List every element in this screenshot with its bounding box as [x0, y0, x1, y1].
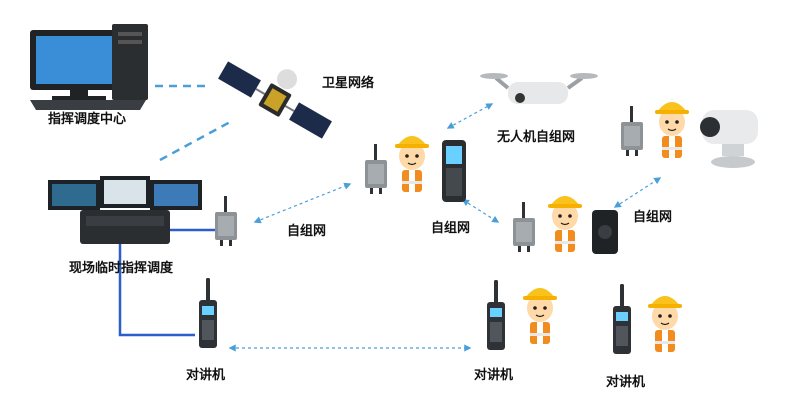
label-satellite-network: 卫星网络 [322, 76, 375, 91]
field-walkie-link [118, 235, 195, 337]
walkie-talkie-center-icon [487, 280, 505, 350]
mesh-link-right [613, 177, 662, 208]
mesh-link-drone [446, 103, 494, 129]
worker-center-icon [394, 135, 430, 193]
worker-bottom-center-icon [522, 287, 558, 345]
satellite-icon [218, 61, 332, 139]
worker-right-icon [547, 195, 583, 253]
mesh-box-top-right-icon [621, 106, 643, 156]
mesh-box-right-icon [513, 202, 535, 252]
command-console-icon [48, 176, 202, 244]
label-mesh-center: 自组网 [431, 221, 471, 236]
desktop-computer-icon [30, 24, 148, 110]
mesh-link-left [253, 182, 352, 224]
label-mesh-left: 自组网 [287, 224, 327, 239]
label-walkie-right: 对讲机 [606, 375, 646, 390]
worker-top-right-icon [654, 101, 690, 159]
mesh-box-center-icon [365, 144, 387, 194]
walkie-talkie-right-icon [613, 284, 631, 354]
mesh-box-left-icon [215, 196, 237, 246]
satellite-field-link [159, 120, 231, 162]
mesh-handset-icon [442, 140, 466, 202]
drone-icon [480, 73, 598, 104]
label-walkie-center: 对讲机 [474, 368, 514, 383]
label-command-center: 指挥调度中心 [48, 112, 127, 127]
label-field-command: 现场临时指挥调度 [69, 261, 174, 276]
body-camera-icon [592, 210, 618, 254]
label-walkie-left: 对讲机 [186, 368, 226, 383]
worker-bottom-right-icon [647, 295, 683, 353]
label-mesh-right: 自组网 [633, 210, 673, 225]
walkie-talkie-left-icon [199, 278, 217, 348]
ptz-camera-icon [700, 110, 758, 168]
mesh-link-center [461, 199, 500, 223]
label-drone-mesh: 无人机自组网 [497, 130, 576, 145]
